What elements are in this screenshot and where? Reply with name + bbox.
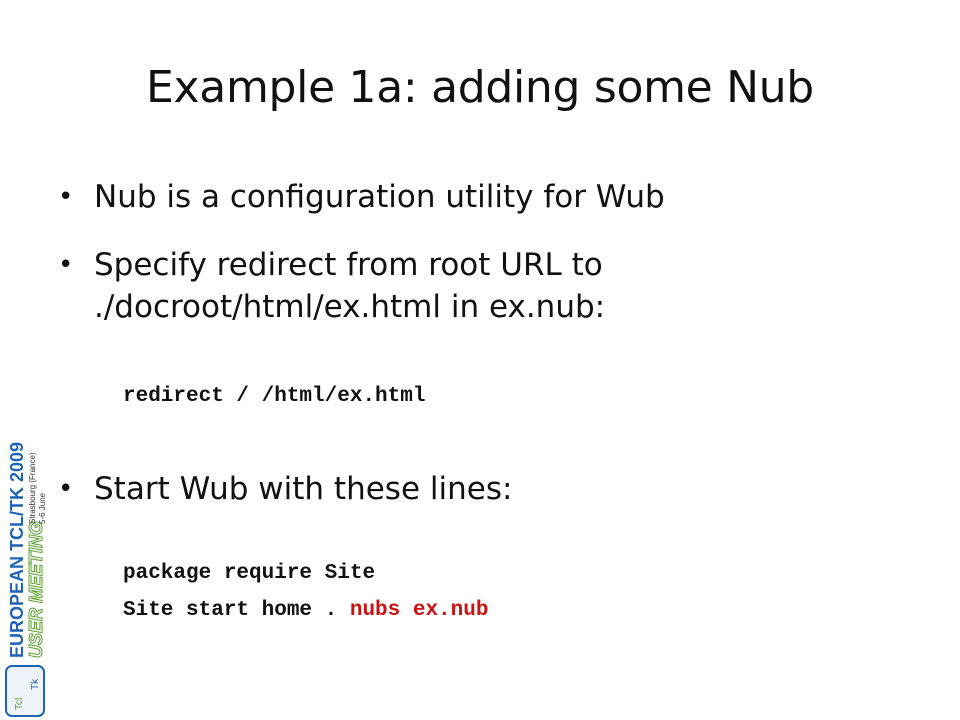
logo-place: Strasbourg (France) bbox=[28, 452, 37, 524]
bullet-text: Specify redirect from root URL to ./docr… bbox=[94, 247, 606, 325]
logo-line2: USER MEETING bbox=[26, 521, 46, 658]
bullet-item-2: • Specify redirect from root URL to ./do… bbox=[58, 244, 694, 328]
code-line-1: package require Site bbox=[123, 562, 376, 585]
svg-text:USER MEETING: USER MEETING bbox=[26, 521, 46, 658]
bullet-dot: • bbox=[58, 250, 74, 280]
bullet-text: Nub is a configuration utility for Wub bbox=[94, 179, 665, 215]
bullet-dot: • bbox=[58, 474, 74, 504]
logo-date: 5-6 June bbox=[38, 492, 47, 524]
bullet-dot: • bbox=[58, 182, 74, 212]
svg-text:Tcl: Tcl bbox=[14, 698, 25, 710]
conference-logo: EUROPEAN TCL/TK 2009 USER MEETING Strasb… bbox=[5, 442, 47, 717]
bullet-item-3: • Start Wub with these lines: bbox=[58, 468, 734, 510]
svg-text:EUROPEAN TCL/TK 2009: EUROPEAN TCL/TK 2009 bbox=[7, 442, 27, 658]
logo-line1: EUROPEAN TCL/TK 2009 bbox=[7, 442, 27, 658]
badge-top: Tcl bbox=[14, 698, 25, 710]
slide-title: Example 1a: adding some Nub bbox=[146, 62, 814, 113]
tcl-tk-badge bbox=[5, 665, 45, 717]
code-line-2: Site start home . nubs ex.nub bbox=[123, 599, 488, 622]
svg-text:Tk: Tk bbox=[30, 678, 41, 690]
code-redirect: redirect / /html/ex.html bbox=[123, 385, 426, 408]
svg-text:Strasbourg (France): Strasbourg (France) bbox=[28, 452, 37, 524]
bullet-text: Start Wub with these lines: bbox=[94, 471, 513, 507]
badge-bottom: Tk bbox=[30, 678, 41, 690]
svg-text:5-6 June: 5-6 June bbox=[38, 492, 47, 524]
bullet-item-1: • Nub is a configuration utility for Wub bbox=[58, 176, 734, 218]
code-highlight: nubs ex.nub bbox=[349, 599, 489, 622]
code-text: Site start home . bbox=[123, 599, 350, 622]
